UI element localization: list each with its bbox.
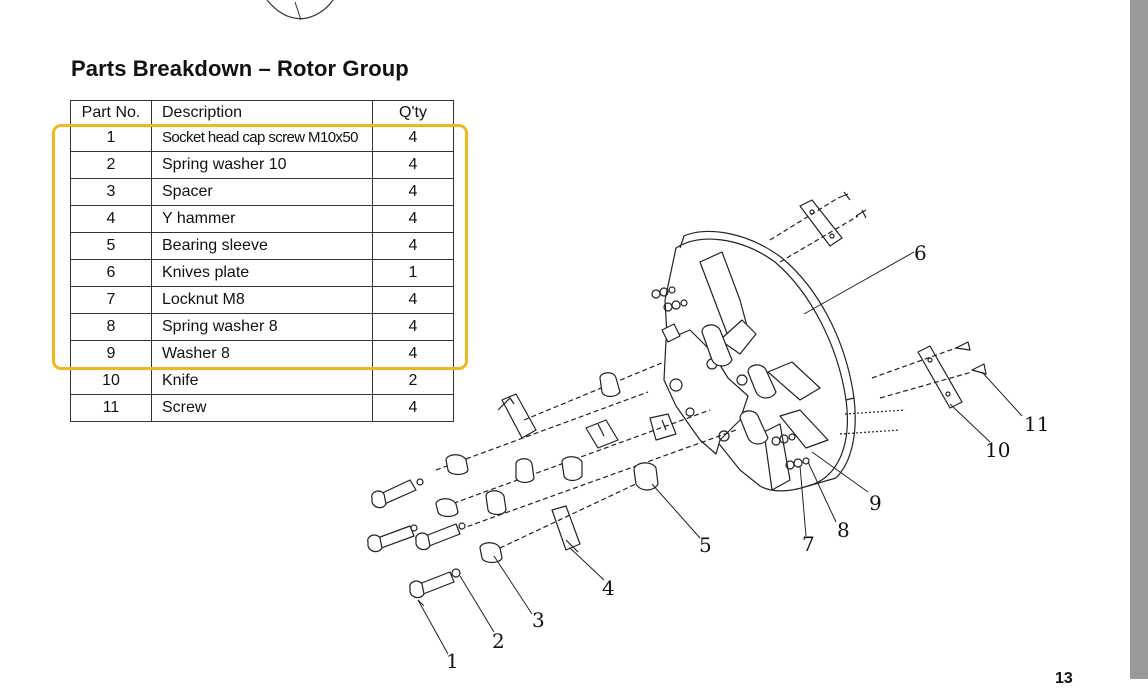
part-number-cell: 5 <box>70 232 152 260</box>
callout-9: 9 <box>869 491 882 515</box>
description-cell: Knife <box>151 367 373 395</box>
callout-10: 10 <box>985 438 1010 462</box>
cap-screws <box>367 478 466 599</box>
document-page: Parts Breakdown – Rotor Group Part No. D… <box>52 0 1073 687</box>
quantity-cell: 4 <box>372 340 454 368</box>
part-number-cell: 11 <box>70 394 152 422</box>
quantity-cell: 4 <box>372 205 454 233</box>
callout-11: 11 <box>1024 412 1049 436</box>
callout-6: 6 <box>914 241 927 265</box>
description-cell: Socket head cap screw M10x50 <box>151 124 373 152</box>
description-cell: Spring washer 8 <box>151 313 373 341</box>
exploded-hammer-parts <box>429 361 737 553</box>
callout-4: 4 <box>602 576 615 600</box>
callout-1: 1 <box>446 649 459 673</box>
table-header-row: Part No. Description Q'ty <box>70 100 454 125</box>
quantity-cell: 4 <box>372 394 454 422</box>
part-number-cell: 8 <box>70 313 152 341</box>
previous-figure-fragment <box>266 0 334 21</box>
quantity-cell: 1 <box>372 259 454 287</box>
viewer-scrollbar[interactable] <box>1130 0 1148 679</box>
description-cell: Spring washer 10 <box>151 151 373 179</box>
callout-8: 8 <box>837 518 850 542</box>
part-number-cell: 3 <box>70 178 152 206</box>
page-title: Parts Breakdown – Rotor Group <box>71 56 409 81</box>
callout-7: 7 <box>802 532 815 556</box>
description-cell: Bearing sleeve <box>151 232 373 260</box>
knives-plate-disc <box>651 230 906 492</box>
part-number-cell: 4 <box>70 205 152 233</box>
callout-numbers: 1 2 3 4 5 6 7 8 9 10 11 <box>446 241 1049 673</box>
quantity-cell: 4 <box>372 178 454 206</box>
exploded-diagram: 1 2 3 4 5 6 7 8 9 10 11 <box>367 191 1049 673</box>
callout-2: 2 <box>492 629 505 653</box>
leader-lines <box>417 251 1023 655</box>
quantity-cell: 4 <box>372 124 454 152</box>
highlight-box <box>52 124 468 370</box>
callout-5: 5 <box>699 533 712 557</box>
description-cell: Screw <box>151 394 373 422</box>
description-cell: Knives plate <box>151 259 373 287</box>
spacers <box>435 372 659 564</box>
callout-3: 3 <box>532 608 545 632</box>
column-header-description: Description <box>151 100 373 125</box>
description-cell: Locknut M8 <box>151 286 373 314</box>
page-number: 13 <box>1055 670 1073 687</box>
part-number-cell: 9 <box>70 340 152 368</box>
column-header-part-no: Part No. <box>70 100 152 125</box>
quantity-cell: 4 <box>372 232 454 260</box>
quantity-cell: 4 <box>372 151 454 179</box>
knife-top <box>769 191 867 263</box>
column-header-qty: Q'ty <box>372 100 454 125</box>
description-cell: Washer 8 <box>151 340 373 368</box>
knife-right <box>871 341 987 409</box>
